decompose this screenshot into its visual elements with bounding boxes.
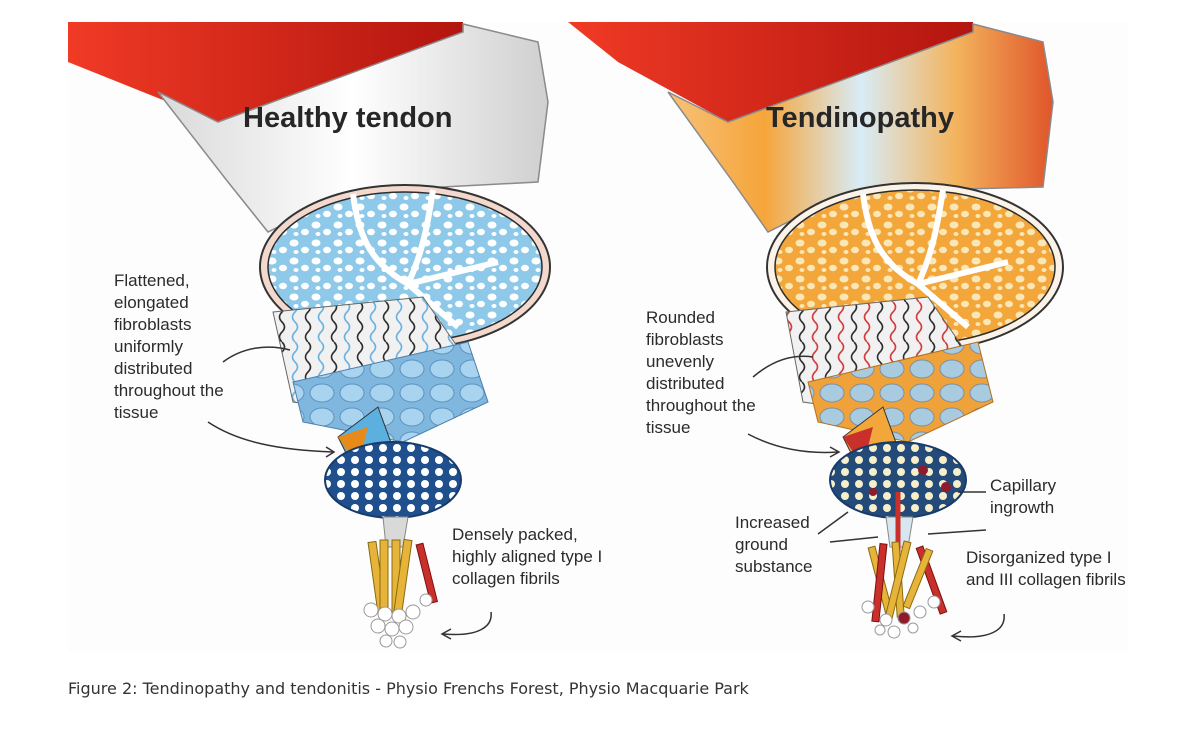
healthy-tendon-body: [157, 23, 549, 233]
tendinopathy-illustration: [568, 22, 1064, 642]
healthy-cell-layer: [292, 341, 489, 443]
tendinopathy-collagen-fibrils: [861, 540, 948, 639]
disorganized-fibrils-label: Disorganized type I and III collagen fib…: [966, 548, 1126, 589]
tendinopathy-title: Tendinopathy: [766, 102, 954, 134]
healthy-collagen-fibrils: [363, 538, 439, 649]
capillary-ingrowth-label: Capillary ingrowth: [990, 476, 1057, 517]
tendinopathy-fibroblasts-label: Rounded fibroblasts unevenly distributed…: [646, 308, 756, 437]
healthy-fibroblasts-label: Flattened, elongated fibroblasts uniform…: [114, 271, 224, 422]
tendon-diagram: Healthy tendon Tendinopathy Flattened, e…: [68, 22, 1128, 652]
healthy-tendon-illustration: [68, 22, 551, 649]
tendinopathy-muscle: [568, 22, 973, 122]
tendinopathy-cell-layer: [807, 341, 994, 443]
healthy-fibrils-label: Densely packed, highly aligned type I co…: [452, 525, 603, 588]
figure-caption: Figure 2: Tendinopathy and tendonitis - …: [68, 679, 749, 698]
tendon-illustration: [68, 22, 1064, 649]
healthy-fiber-bundle: [324, 441, 462, 519]
ground-substance-label: Increased ground substance: [735, 513, 813, 576]
tendinopathy-tendon-body: [667, 23, 1054, 233]
healthy-tendon-title: Healthy tendon: [243, 102, 453, 134]
